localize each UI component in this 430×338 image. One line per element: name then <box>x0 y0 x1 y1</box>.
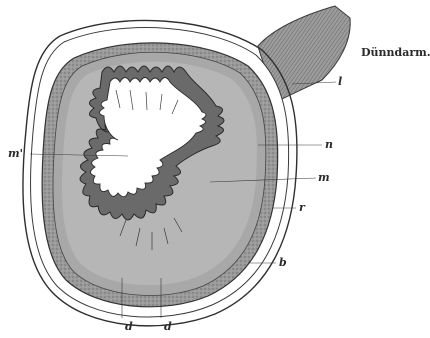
label-l: l <box>338 76 342 88</box>
label-m: m <box>318 172 330 184</box>
label-d-right: d <box>164 321 172 333</box>
figure-caption: Dünndarm. <box>361 46 430 59</box>
label-m-prime: m' <box>8 148 23 160</box>
label-n: n <box>325 139 333 151</box>
label-r: r <box>299 202 305 214</box>
label-b: b <box>279 257 287 269</box>
label-d-left: d <box>125 321 133 333</box>
